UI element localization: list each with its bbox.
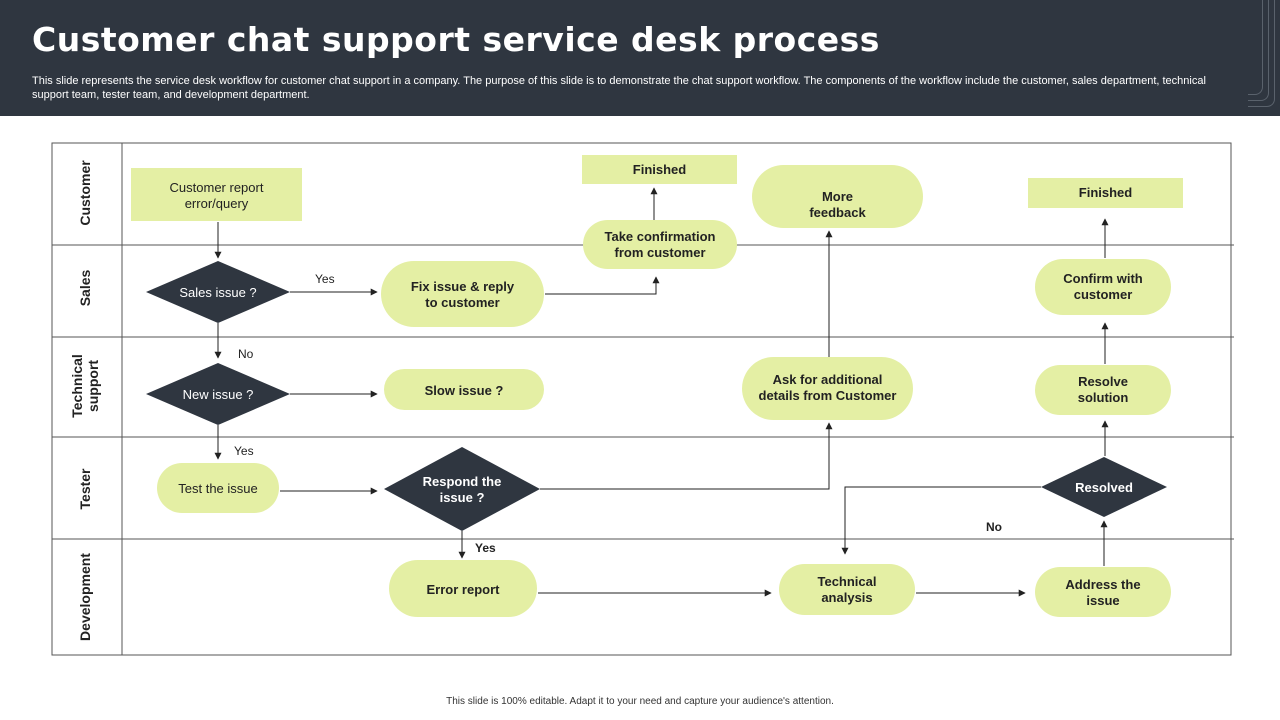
- svg-text:More: More: [822, 189, 853, 204]
- header-bar: Customer chat support service desk proce…: [0, 0, 1280, 116]
- svg-text:details from Customer: details from Customer: [759, 388, 897, 403]
- svg-text:Test the issue: Test the issue: [178, 481, 258, 496]
- svg-text:customer: customer: [1074, 287, 1133, 302]
- edge-label-yes: Yes: [315, 272, 335, 286]
- edge-label-yes: Yes: [234, 444, 254, 458]
- edge-label-yes: Yes: [475, 541, 496, 555]
- svg-text:Sales issue ?: Sales issue ?: [179, 285, 256, 300]
- svg-text:issue ?: issue ?: [440, 490, 485, 505]
- node-customer-report: Customer report error/query: [131, 168, 302, 221]
- svg-text:Error report: Error report: [427, 582, 501, 597]
- svg-text:Finished: Finished: [633, 162, 687, 177]
- edge-label-no: No: [986, 520, 1002, 534]
- svg-text:New issue ?: New issue ?: [183, 387, 254, 402]
- svg-text:Technical: Technical: [817, 574, 876, 589]
- decision-resolved: Resolved: [1041, 457, 1167, 517]
- node-test-the-issue: Test the issue: [157, 463, 279, 513]
- svg-text:issue: issue: [1086, 593, 1119, 608]
- connectors: [214, 187, 1109, 597]
- svg-text:solution: solution: [1078, 390, 1129, 405]
- svg-text:Slow issue ?: Slow issue ?: [425, 383, 504, 398]
- node-fix-issue-reply: Fix issue & reply to customer: [381, 261, 544, 327]
- footer-note: This slide is 100% editable. Adapt it to…: [446, 696, 834, 707]
- svg-text:Fix issue & reply: Fix issue & reply: [411, 279, 515, 294]
- node-confirm-with-customer: Confirm with customer: [1035, 259, 1171, 315]
- page-description: This slide represents the service desk w…: [32, 75, 1206, 101]
- node-finished: Finished: [1028, 178, 1183, 208]
- node-slow-issue: Slow issue ?: [384, 369, 544, 410]
- lane-label-tester: Tester: [77, 468, 93, 510]
- svg-text:feedback: feedback: [809, 205, 866, 220]
- node-resolve-solution: Resolve solution: [1035, 365, 1171, 415]
- svg-text:Ask for additional: Ask for additional: [773, 372, 883, 387]
- lane-label-development: Development: [77, 553, 93, 641]
- svg-text:Confirm with: Confirm with: [1063, 271, 1142, 286]
- corner-decoration: [1248, 0, 1280, 110]
- edge-label-no: No: [238, 347, 254, 361]
- lane-label-sales: Sales: [77, 269, 93, 306]
- svg-text:Customer report: Customer report: [170, 180, 264, 195]
- node-address-the-issue: Address the issue: [1035, 567, 1171, 617]
- node-take-confirmation: Take confirmation from customer: [583, 220, 737, 269]
- decision-respond-the-issue: Respond the issue ?: [384, 447, 540, 531]
- node-error-report: Error report: [389, 560, 537, 617]
- svg-text:from customer: from customer: [614, 245, 705, 260]
- page-title: Customer chat support service desk proce…: [32, 20, 880, 59]
- lane-label-technical-support: Technicalsupport: [69, 354, 101, 418]
- node-more-feedback: More feedback: [752, 165, 923, 228]
- decision-sales-issue: Sales issue ?: [146, 261, 290, 323]
- svg-text:Respond the: Respond the: [423, 474, 502, 489]
- svg-text:analysis: analysis: [821, 590, 872, 605]
- svg-text:Resolved: Resolved: [1075, 480, 1133, 495]
- node-finished: Finished: [582, 155, 737, 184]
- svg-text:Take confirmation: Take confirmation: [604, 229, 715, 244]
- svg-text:to customer: to customer: [425, 295, 499, 310]
- svg-text:Resolve: Resolve: [1078, 374, 1128, 389]
- lane-label-customer: Customer: [77, 160, 93, 226]
- node-technical-analysis: Technical analysis: [779, 564, 915, 615]
- lane-grid: [51, 142, 1234, 656]
- svg-text:Address the: Address the: [1065, 577, 1140, 592]
- node-ask-additional-details: Ask for additional details from Customer: [742, 357, 913, 420]
- svg-text:error/query: error/query: [185, 196, 249, 211]
- decision-new-issue: New issue ?: [146, 363, 290, 425]
- svg-text:Finished: Finished: [1079, 185, 1133, 200]
